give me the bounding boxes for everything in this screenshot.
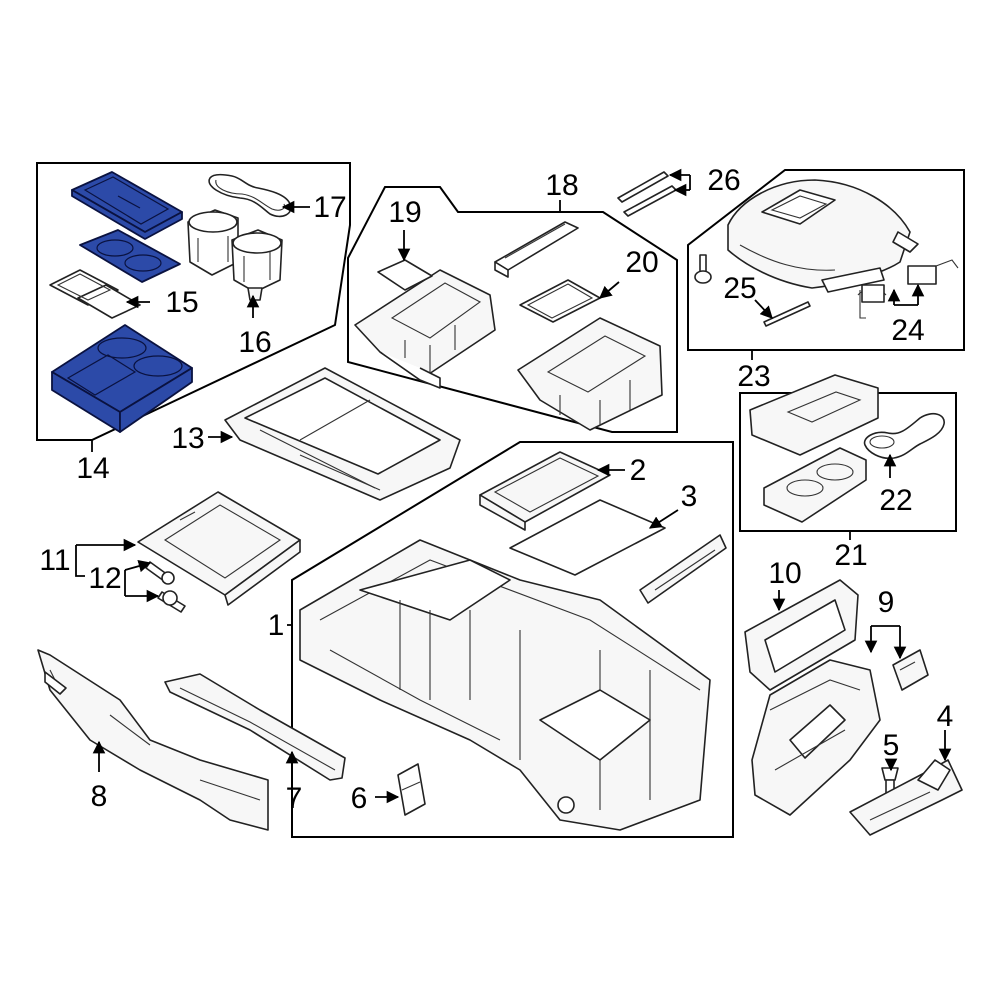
switch-module — [892, 649, 929, 691]
rear-console-body — [751, 659, 881, 816]
bolt-small-lower — [157, 590, 186, 613]
console-top-panel — [224, 367, 461, 501]
callout-25: 25 — [723, 272, 756, 305]
small-bracket — [397, 763, 426, 816]
group-1-frame — [291, 441, 734, 838]
bolt-small-upper — [145, 561, 175, 585]
lid-springs — [857, 259, 959, 319]
callout-13: 13 — [171, 422, 204, 455]
callout-22: 22 — [879, 484, 912, 517]
trim-strips — [617, 171, 677, 217]
side-bracket — [639, 534, 727, 604]
armrest-lid — [727, 179, 919, 293]
cupholder-base-tray — [51, 324, 193, 433]
lower-bin-right — [517, 317, 663, 431]
console-frame — [299, 539, 711, 831]
leader-lines — [75, 168, 952, 804]
support-bracket-4 — [849, 759, 963, 836]
rear-cupholder-insert — [763, 447, 867, 523]
group-23-frame — [687, 169, 965, 351]
armrest-tray-upper — [71, 171, 183, 240]
callout-21: 21 — [834, 539, 867, 572]
rear-armrest-cover — [749, 374, 879, 456]
cupholder-insert — [187, 209, 283, 301]
side-panel-left — [37, 649, 269, 831]
tray-insert — [479, 451, 611, 531]
callout-5: 5 — [883, 729, 900, 762]
callout-19: 19 — [388, 196, 421, 229]
bin-mat-small — [377, 259, 433, 291]
callout-3: 3 — [681, 480, 698, 513]
shifter-bezel — [137, 491, 301, 606]
callout-6: 6 — [351, 782, 368, 815]
callout-18: 18 — [545, 169, 578, 202]
side-trim-strip — [164, 673, 346, 781]
liner-mats — [49, 269, 141, 319]
bezel-trim — [744, 579, 859, 691]
callout-11: 11 — [39, 544, 70, 577]
callout-17: 17 — [313, 191, 346, 224]
callout-2: 2 — [630, 454, 647, 487]
lid-spring-pin — [694, 254, 712, 284]
callout-12: 12 — [88, 562, 121, 595]
callout-1: 1 — [268, 609, 285, 642]
cupholder-mat — [79, 229, 181, 283]
group-18-frame — [347, 186, 678, 433]
rear-cupholder-ring — [863, 412, 945, 460]
callout-24: 24 — [891, 314, 924, 347]
callout-15: 15 — [165, 286, 198, 319]
lower-bin-left — [354, 269, 496, 389]
lid-pivot-pin — [763, 301, 811, 327]
rail-bracket-top — [494, 221, 579, 278]
callout-23: 23 — [737, 360, 770, 393]
callout-16: 16 — [238, 326, 271, 359]
callout-7: 7 — [286, 782, 303, 815]
callout-20: 20 — [625, 246, 658, 279]
callout-8: 8 — [91, 780, 108, 813]
callout-14: 14 — [76, 452, 109, 485]
callout-10: 10 — [768, 557, 801, 590]
callout-26: 26 — [707, 164, 740, 197]
callout-9: 9 — [878, 586, 895, 619]
callout-numbers: 1 2 3 4 5 6 7 8 9 10 11 12 13 14 15 16 1… — [39, 164, 953, 815]
bin-mat-large — [519, 279, 601, 323]
cupholder-ring — [208, 173, 292, 218]
group-14-frame — [36, 162, 351, 441]
callout-4: 4 — [937, 700, 954, 733]
tray-mat — [509, 499, 666, 576]
